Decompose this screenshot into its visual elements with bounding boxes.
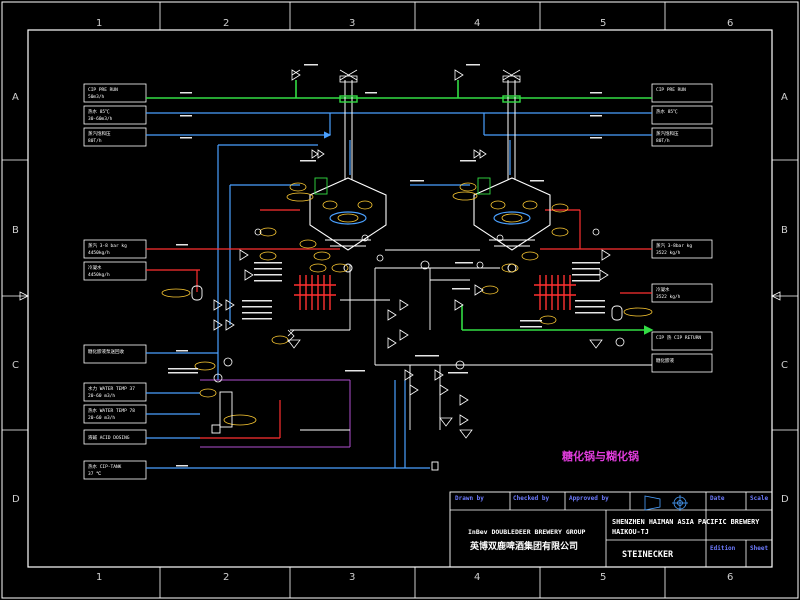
grid-col-top: 6 — [727, 18, 733, 29]
input-label: 4450kg/h — [88, 272, 110, 278]
equipment — [191, 177, 623, 471]
grid-row-left: D — [12, 494, 20, 505]
project-line-1: SHENZHEN HAIMAN ASIA PACIFIC BREWERY — [612, 518, 760, 526]
maker-name: STEINECKER — [622, 550, 674, 560]
steam-lines — [146, 209, 652, 439]
grid-col-top: 5 — [600, 18, 606, 29]
input-label: 蒸汽饱和压 — [656, 130, 679, 137]
grid-col-bottom: 6 — [727, 572, 733, 583]
date-label: Date — [710, 495, 725, 502]
company-name-en: InBev DOUBLEDEER BREWERY GROUP — [468, 528, 585, 536]
left-input-boxes — [83, 83, 147, 480]
grid-row-right: A — [781, 92, 788, 103]
product-lines — [290, 249, 652, 431]
right-input-boxes — [651, 83, 713, 373]
valves — [213, 69, 625, 439]
input-label: 80T/h — [656, 138, 670, 144]
annotations — [168, 64, 605, 467]
input-label: 3522 kg/h — [656, 294, 681, 300]
water-lines — [146, 112, 652, 469]
input-label: 4450kg/h — [88, 250, 110, 256]
grid-row-right: D — [781, 494, 789, 505]
input-label: 热水 85℃ — [656, 108, 678, 115]
grid-col-bottom: 4 — [474, 572, 480, 583]
input-label: 3522 kg/h — [656, 250, 681, 256]
edition-label: Edition — [710, 545, 736, 552]
input-label: 蒸汽饱和压 — [88, 130, 111, 137]
grid-row-left: A — [12, 92, 19, 103]
instrument-tags — [161, 182, 653, 426]
input-label: 20-60 m3/h — [88, 415, 115, 421]
grid-row-left: C — [12, 360, 19, 371]
input-label: 热水 85℃ — [88, 108, 110, 115]
grid-column-labels: 1 2 3 4 5 6 1 2 3 4 5 6 — [96, 18, 733, 583]
input-label: 30-60m3/h — [88, 116, 113, 122]
input-label: 蒸汽 3-8 bar kg — [88, 242, 127, 249]
approved-by-label: Approved by — [569, 495, 609, 502]
grid-row-labels: A B C D A B C D — [12, 92, 789, 505]
steam-heater-left — [294, 275, 336, 310]
steam-heater-right — [534, 275, 576, 310]
input-label: 80T/h — [88, 138, 102, 144]
input-label: CIP 热 CIP RETURN — [656, 334, 701, 341]
right-input-labels: CIP PRE RUN 热水 85℃ 蒸汽饱和压 80T/h 蒸汽 3-8bar… — [656, 87, 701, 364]
input-label: 热水 CIP-TANK — [88, 463, 122, 470]
company-name-cn: 英博双鹿啤酒集团有限公司 — [469, 540, 578, 552]
input-label: 液碱 ACID DOSING — [88, 434, 130, 441]
input-label: 37 ℃ — [88, 471, 102, 477]
input-label: 50m3/h — [88, 94, 105, 100]
input-label: CIP PRE RUN — [88, 87, 118, 93]
grid-row-right: B — [781, 225, 788, 236]
input-label: 水力 WATER TEMP 37 — [88, 385, 135, 392]
checked-by-label: Checked by — [513, 495, 550, 502]
sheet-label: Sheet — [750, 545, 768, 552]
projection-symbol-icon — [644, 495, 688, 511]
input-label: 热水 WATER TEMP 78 — [88, 407, 135, 414]
title-block: Drawn by Checked by Approved by Date Sca… — [449, 491, 773, 568]
grid-col-top: 2 — [223, 18, 229, 29]
grid-col-bottom: 1 — [96, 572, 102, 583]
grid-row-right: C — [781, 360, 788, 371]
drawn-by-label: Drawn by — [455, 495, 484, 502]
left-input-labels: CIP PRE RUN 50m3/h 热水 85℃ 30-60m3/h 蒸汽饱和… — [88, 87, 135, 477]
input-label: CIP PRE RUN — [656, 87, 686, 93]
grid-col-top: 4 — [474, 18, 480, 29]
grid-row-left: B — [12, 225, 19, 236]
project-line-2: HAIKOU-TJ — [612, 528, 649, 536]
input-label: 冷凝水 — [656, 286, 670, 293]
scale-label: Scale — [750, 495, 768, 502]
cip-lines — [146, 80, 654, 335]
drawing-subtitle: 糖化锅与糊化锅 — [562, 449, 639, 463]
input-label: 糖化醪液泵送回收 — [88, 348, 124, 355]
input-label: 糖化醪液 — [656, 357, 674, 364]
input-label: 蒸汽 3-8bar kg — [656, 242, 692, 249]
grid-col-top: 3 — [349, 18, 355, 29]
mash-vessel-left — [309, 69, 387, 273]
grid-col-top: 1 — [96, 18, 102, 29]
grid-col-bottom: 3 — [349, 572, 355, 583]
grid-col-bottom: 5 — [600, 572, 606, 583]
grid-col-bottom: 2 — [223, 572, 229, 583]
input-label: 冷凝水 — [88, 264, 102, 271]
input-label: 20-60 m3/h — [88, 393, 115, 399]
return-lines — [200, 379, 351, 448]
mash-vessel-right — [473, 69, 551, 273]
